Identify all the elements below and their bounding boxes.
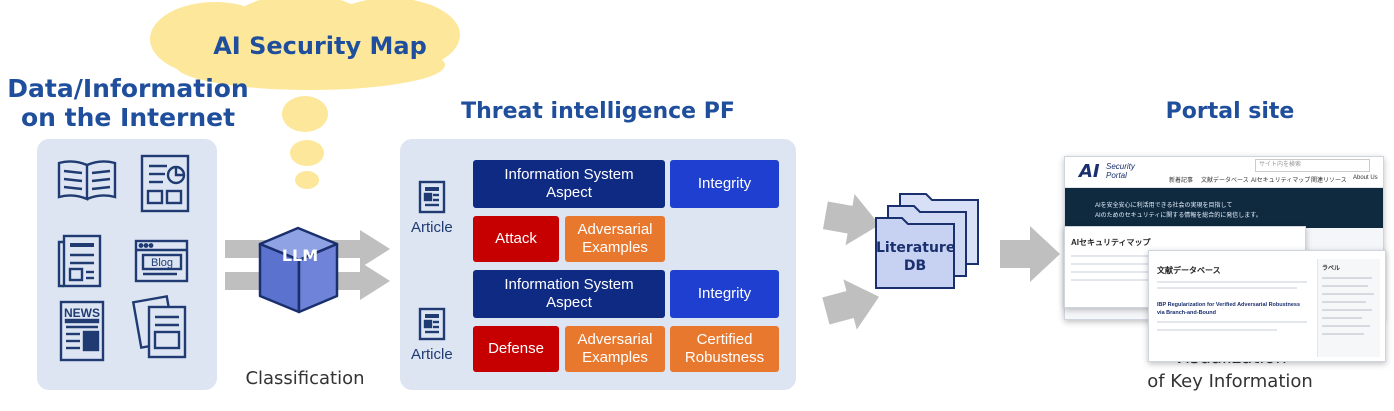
article-icon-2 bbox=[418, 307, 446, 341]
nav-item-4[interactable]: About Us bbox=[1353, 175, 1378, 181]
source-icons: Blog NEWS bbox=[57, 154, 190, 362]
hero-line1: AIを安全安心に利活用できる社会の実現を目指して bbox=[1095, 203, 1233, 209]
blog-window-icon bbox=[134, 239, 189, 283]
left-title-line1: Data/Information bbox=[7, 74, 249, 103]
adversarial-box-2: Adversarial Examples bbox=[565, 326, 665, 372]
nav-item-3[interactable]: 関連リソース bbox=[1311, 178, 1347, 184]
llm-cube-icon bbox=[258, 226, 339, 314]
documents-icon bbox=[131, 295, 187, 359]
logo-line2: Portal bbox=[1106, 171, 1127, 180]
portal-screen-front: 文献データベース IBP Regularization for Verified… bbox=[1148, 250, 1386, 362]
side-panel: ラベル bbox=[1317, 259, 1380, 357]
book-icon bbox=[57, 160, 117, 201]
aspect-box-2: Information System Aspect bbox=[473, 270, 665, 318]
db-page-title: 文献データベース bbox=[1157, 266, 1221, 275]
arrow-to-portal bbox=[1000, 226, 1060, 282]
left-title-line2: on the Internet bbox=[20, 103, 236, 132]
logo-ai: AI bbox=[1079, 161, 1100, 182]
nav-item-2[interactable]: AIセキュリティマップ bbox=[1251, 178, 1311, 184]
thought-bubble-text: AI Security Map bbox=[213, 32, 427, 60]
arrow-to-db-top bbox=[822, 194, 880, 246]
nav-item-0[interactable]: 新着記事 bbox=[1169, 178, 1194, 184]
integrity-box-1: Integrity bbox=[670, 160, 779, 208]
paper-title[interactable]: IBP Regularization for Verified Adversar… bbox=[1157, 302, 1301, 316]
nav-item-1[interactable]: 文献データベース bbox=[1201, 178, 1249, 184]
news-icon bbox=[59, 300, 105, 362]
classification-caption: Classification bbox=[245, 368, 365, 389]
arrow-to-db-bottom bbox=[822, 279, 880, 330]
map-title: AIセキュリティマップ bbox=[1071, 238, 1151, 247]
literature-db-icon bbox=[875, 193, 979, 289]
hero-line2: AIのためのセキュリティに関する情報を総合的に発信します。 bbox=[1095, 213, 1262, 219]
llm-label: LLM bbox=[281, 246, 319, 265]
db-label-line2: DB bbox=[903, 258, 927, 274]
article-label-1: Article bbox=[411, 219, 453, 236]
portal-caption-line2: of Key Information bbox=[1147, 371, 1313, 392]
portal-hero: AIを安全安心に利活用できる社会の実現を目指して AIのためのセキュリティに関す… bbox=[1065, 188, 1383, 228]
report-icon bbox=[140, 154, 190, 213]
newspaper-icon bbox=[57, 234, 102, 288]
portal-header: AI Security Portal サイト内を検索 新着記事 文献データベース… bbox=[1065, 157, 1383, 188]
attack-box: Attack bbox=[473, 216, 559, 262]
article-icon-1 bbox=[418, 180, 446, 214]
blog-label: Blog bbox=[151, 257, 173, 269]
center-title: Threat intelligence PF bbox=[461, 99, 735, 124]
defense-box: Defense bbox=[473, 326, 559, 372]
news-label: NEWS bbox=[64, 306, 100, 320]
aspect-box-1: Information System Aspect bbox=[473, 160, 665, 208]
adversarial-box-1: Adversarial Examples bbox=[565, 216, 665, 262]
side-title: ラベル bbox=[1322, 266, 1341, 272]
integrity-box-2: Integrity bbox=[670, 270, 779, 318]
search-box[interactable]: サイト内を検索 bbox=[1255, 159, 1370, 172]
certified-robustness-box: Certified Robustness bbox=[670, 326, 779, 372]
article-label-2: Article bbox=[411, 346, 453, 363]
db-label-line1: Literature bbox=[876, 240, 956, 256]
right-title: Portal site bbox=[1165, 99, 1295, 124]
logo-line1: Security bbox=[1106, 162, 1135, 171]
